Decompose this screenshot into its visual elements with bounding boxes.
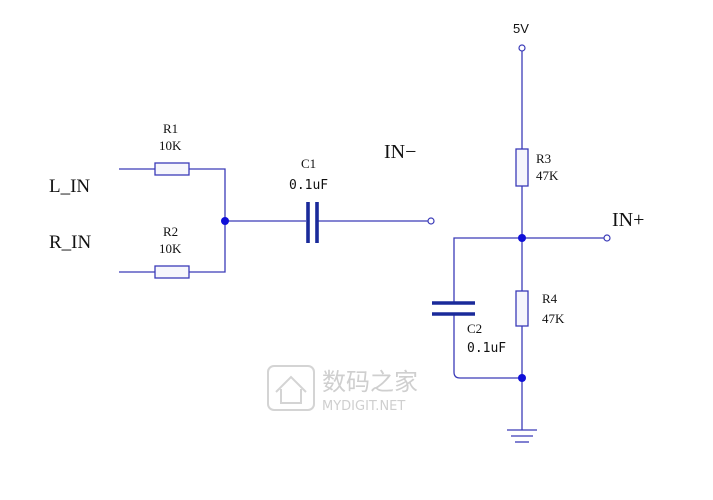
label-c1-value: 0.1uF	[289, 178, 328, 193]
label-r1-ref: R1	[163, 121, 178, 136]
label-c2-value: 0.1uF	[467, 341, 506, 356]
wire-r1-right	[189, 168, 226, 221]
label-r4-value: 47K	[542, 311, 565, 326]
junction-divider	[518, 234, 526, 242]
watermark-text-cn: 数码之家	[322, 368, 418, 396]
capacitor-c1	[306, 202, 319, 243]
wire-r2-right	[189, 221, 226, 273]
resistor-r1	[154, 162, 190, 176]
resistor-r4	[515, 290, 529, 327]
resistor-r3	[515, 148, 529, 187]
watermark-text-en: MYDIGIT.NET	[322, 399, 405, 414]
label-in-minus: IN−	[384, 141, 416, 163]
label-c1-ref: C1	[301, 156, 316, 171]
label-r3-ref: R3	[536, 151, 551, 166]
label-r3-value: 47K	[536, 168, 559, 183]
watermark-logo-icon	[267, 365, 315, 411]
label-r1-value: 10K	[159, 138, 182, 153]
resistor-r2	[154, 265, 190, 279]
label-c2-ref: C2	[467, 321, 482, 336]
label-r-in: R_IN	[49, 232, 92, 253]
wire-c2-top	[453, 237, 522, 303]
label-5v: 5V	[513, 21, 529, 36]
port-in-minus	[427, 217, 435, 225]
label-r2-value: 10K	[159, 241, 182, 256]
label-r4-ref: R4	[542, 291, 558, 306]
capacitor-c2	[432, 301, 475, 316]
label-in-plus: IN+	[612, 209, 644, 231]
port-in-plus	[603, 234, 611, 242]
port-5v	[518, 44, 526, 52]
junction-ground	[518, 374, 526, 382]
label-l-in: L_IN	[49, 176, 90, 197]
junction-input	[221, 217, 229, 225]
ground-icon	[507, 429, 537, 443]
watermark: 数码之家 MYDIGIT.NET	[267, 365, 418, 414]
label-r2-ref: R2	[163, 224, 178, 239]
wire-c2-bottom	[453, 314, 522, 379]
